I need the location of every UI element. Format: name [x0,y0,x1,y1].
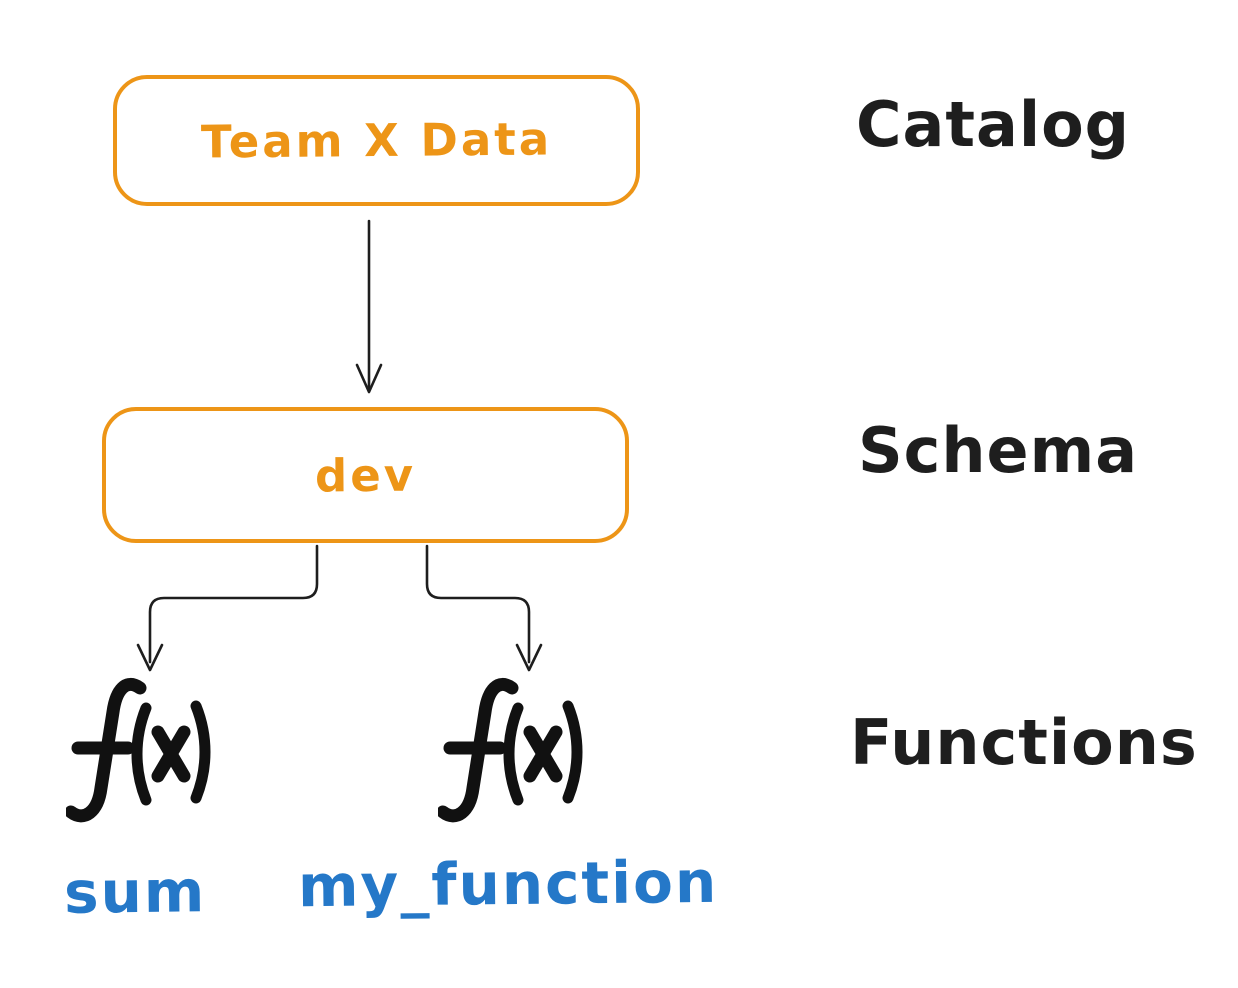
catalog-node: Team X Data [113,75,640,206]
arrow-schema-to-sum [136,544,319,672]
function-name-sum: sum [63,857,207,927]
catalog-row-label: Catalog [856,88,1131,161]
schema-row-label: Schema [858,414,1139,487]
function-name-my-function: my_function [297,847,719,921]
fx-function-icon [438,676,588,824]
schema-node: dev [102,407,629,543]
fx-function-icon [66,676,216,824]
catalog-node-label: Team X Data [200,112,553,169]
arrow-schema-to-my-function [425,544,543,672]
functions-row-label: Functions [850,706,1198,779]
arrow-catalog-to-schema [355,219,383,394]
schema-node-label: dev [314,448,417,502]
